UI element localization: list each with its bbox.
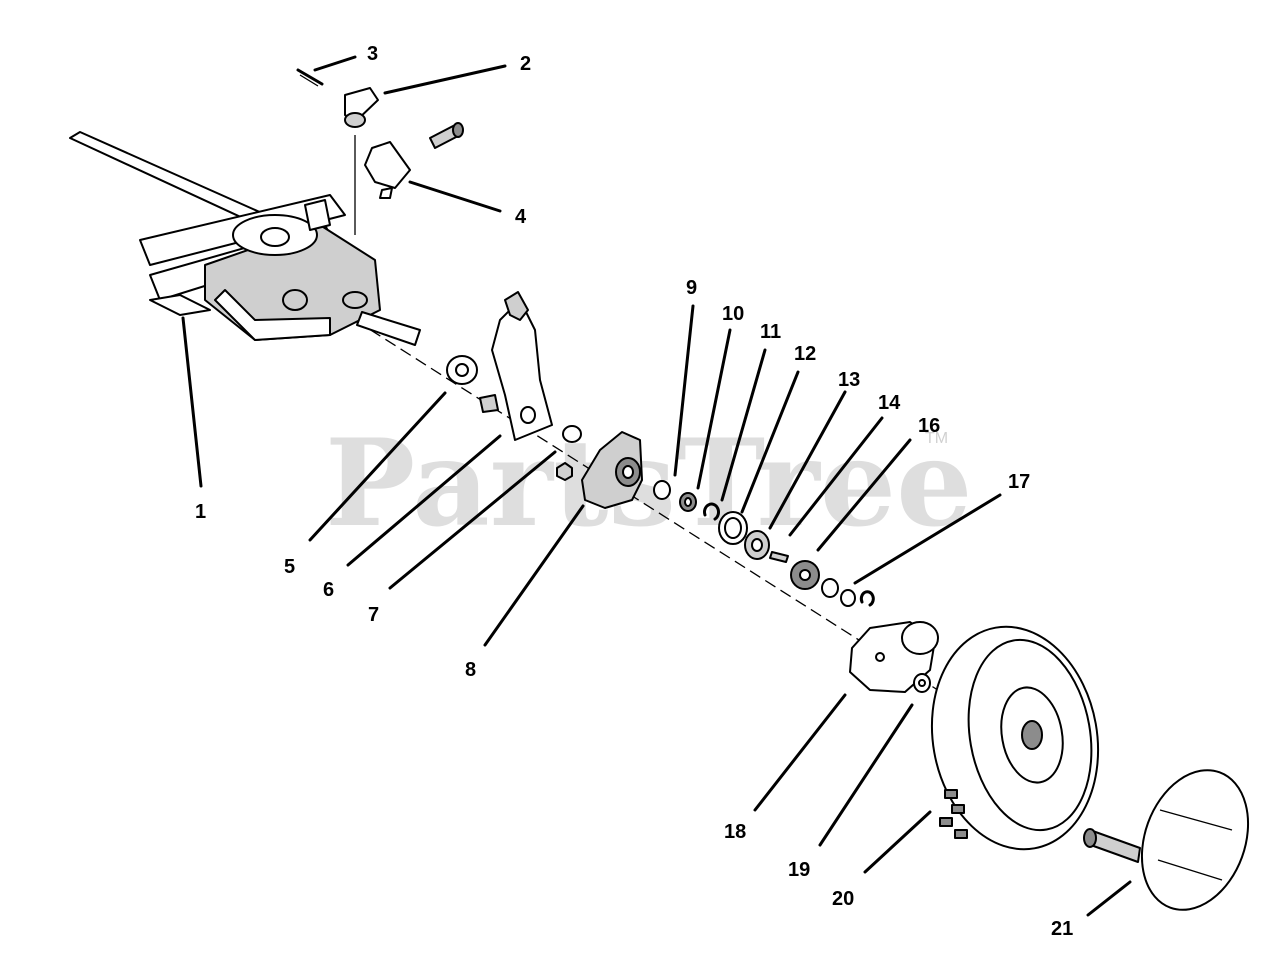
flat-washer xyxy=(446,355,478,385)
bearing-housing xyxy=(581,431,643,509)
callout-6: 6 xyxy=(323,579,334,601)
callout-14: 14 xyxy=(878,392,901,414)
callout-7: 7 xyxy=(368,604,379,626)
washer-19 xyxy=(913,673,931,693)
callout-5: 5 xyxy=(284,556,295,578)
snap-ring-11 xyxy=(703,502,720,521)
bracket-with-bolt xyxy=(364,122,464,199)
callout-3: 3 xyxy=(367,43,378,65)
transmission-assembly xyxy=(69,131,421,346)
callout-2: 2 xyxy=(520,53,531,75)
watermark-text: PartsTree xyxy=(325,413,972,554)
leader-lines xyxy=(181,55,1132,917)
callout-19: 19 xyxy=(788,859,810,881)
watermark-trademark: TM xyxy=(925,430,948,447)
drive-gear-16 xyxy=(790,560,820,590)
callout-10: 10 xyxy=(722,303,744,325)
cotter-pin xyxy=(296,68,324,87)
callout-16: 16 xyxy=(918,415,940,437)
pinion-cup xyxy=(849,621,939,693)
callout-9: 9 xyxy=(686,277,697,299)
callout-4: 4 xyxy=(515,206,527,228)
key-14 xyxy=(769,551,789,563)
callout-20: 20 xyxy=(832,888,854,910)
wheel xyxy=(930,625,1100,851)
callout-8: 8 xyxy=(465,659,476,681)
washer-10 xyxy=(679,492,697,512)
cap-knob xyxy=(344,87,379,128)
hub-cap-with-axle-bolt xyxy=(1083,769,1250,911)
retaining-ring xyxy=(556,425,582,481)
callout-1: 1 xyxy=(195,501,206,523)
plate-bracket xyxy=(479,291,553,441)
bearing-12 xyxy=(718,511,748,545)
washer-9 xyxy=(653,480,671,500)
callout-21: 21 xyxy=(1051,918,1073,940)
callout-13: 13 xyxy=(838,369,860,391)
callout-18: 18 xyxy=(724,821,746,843)
washer-17 xyxy=(821,578,875,607)
bearing-13 xyxy=(744,530,770,560)
callout-12: 12 xyxy=(794,343,816,365)
callout-11: 11 xyxy=(760,321,781,343)
callout-17: 17 xyxy=(1008,471,1030,493)
